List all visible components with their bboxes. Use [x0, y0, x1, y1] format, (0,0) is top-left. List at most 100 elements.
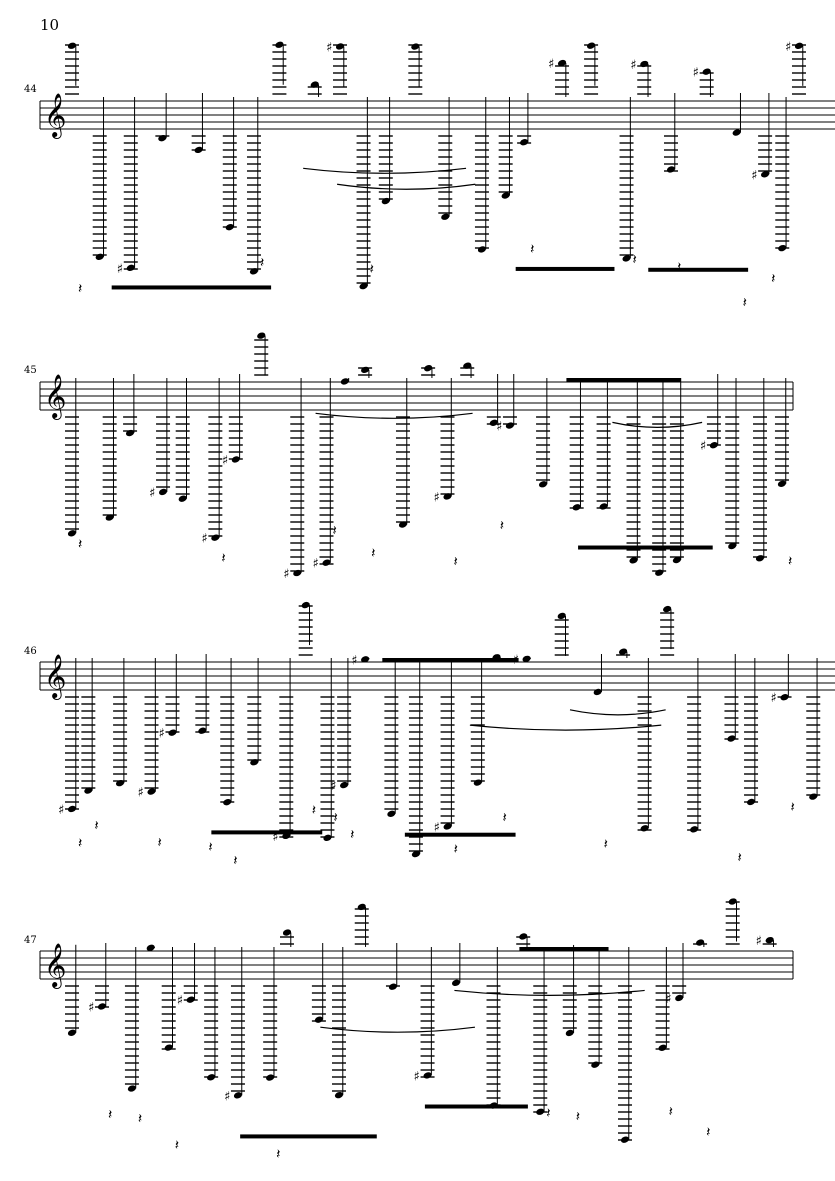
rest-icon: 𝄽 [312, 803, 316, 819]
rest-icon: 𝄽 [233, 853, 237, 869]
sharp-icon: ♯ [272, 830, 278, 845]
rest-icon: 𝄽 [706, 1124, 710, 1140]
note-head [675, 994, 684, 1002]
measure-number-44: 44 [24, 84, 37, 95]
treble-clef-icon: 𝄞 [44, 93, 66, 139]
tie [303, 167, 467, 174]
rest-icon: 𝄽 [454, 842, 458, 858]
sharp-icon: ♯ [665, 992, 671, 1007]
note-head [282, 929, 292, 936]
rest-icon: 𝄽 [737, 850, 741, 866]
note-head [572, 504, 581, 511]
sharp-icon: ♯ [224, 1089, 230, 1104]
note-head [593, 688, 602, 696]
note-head [728, 542, 737, 550]
note-head [622, 255, 631, 262]
note-head [629, 557, 638, 564]
note-head [520, 139, 529, 146]
beam [578, 545, 713, 550]
tie [337, 183, 476, 190]
note-head [105, 514, 114, 521]
rest-icon: 𝄽 [333, 810, 337, 826]
note-head [310, 81, 319, 88]
note-head [451, 979, 461, 987]
rest-icon: 𝄽 [370, 261, 374, 277]
sharp-icon: ♯ [177, 994, 183, 1009]
note-head [443, 823, 452, 830]
note-head [443, 493, 452, 500]
sharp-icon: ♯ [330, 779, 336, 794]
note-head [761, 171, 770, 178]
beam [515, 266, 615, 271]
rest-icon: 𝄽 [94, 818, 98, 834]
note-head [565, 1029, 574, 1037]
tie [469, 724, 662, 731]
rest-icon: 𝄽 [260, 255, 264, 271]
measure-number-47: 47 [24, 935, 37, 946]
note-head [387, 810, 396, 817]
note-head [340, 781, 349, 789]
note-head [257, 332, 266, 339]
note-head [557, 612, 566, 620]
note-head [765, 936, 774, 944]
note-head [249, 268, 259, 275]
note-head [522, 655, 531, 663]
rest-icon: 𝄽 [788, 553, 792, 569]
rest-icon: 𝄽 [350, 827, 354, 843]
note-head [84, 787, 93, 794]
rest-icon: 𝄽 [633, 252, 637, 268]
note-head [538, 481, 548, 488]
note-head [441, 213, 450, 220]
sharp-icon: ♯ [158, 727, 164, 742]
tie [454, 989, 645, 997]
sharp-icon: ♯ [693, 66, 699, 81]
note-head [361, 656, 370, 663]
beam [519, 947, 609, 951]
rest-icon: 𝄽 [158, 835, 162, 851]
note-head [777, 480, 787, 487]
sharp-icon: ♯ [58, 803, 64, 818]
rest-icon: 𝄽 [576, 1109, 580, 1125]
sharp-icon: ♯ [751, 168, 757, 183]
note-head [619, 648, 628, 655]
note-head [146, 944, 155, 951]
sharp-icon: ♯ [222, 453, 228, 468]
sharp-icon: ♯ [138, 786, 144, 801]
beam [211, 830, 323, 835]
beam [240, 1134, 377, 1139]
note-head [388, 983, 398, 990]
note-head [158, 488, 168, 496]
rest-icon: 𝄽 [546, 1105, 550, 1121]
treble-clef-icon: 𝄞 [44, 374, 66, 420]
beam [382, 658, 519, 662]
note-head [323, 834, 332, 842]
rest-icon: 𝄽 [332, 523, 336, 539]
note-head [501, 192, 510, 199]
rest-icon: 𝄽 [502, 810, 506, 826]
sharp-icon: ♯ [756, 934, 762, 949]
rest-icon: 𝄽 [208, 839, 212, 855]
rest-icon: 𝄽 [175, 1137, 179, 1153]
note-head [672, 556, 681, 564]
rest-icon: 𝄽 [453, 554, 457, 570]
sharp-icon: ♯ [88, 1000, 94, 1015]
rest-icon: 𝄽 [108, 1107, 112, 1123]
rest-icon: 𝄽 [371, 545, 375, 561]
rest-icon: 𝄽 [500, 518, 504, 534]
rest-icon: 𝄽 [530, 242, 534, 258]
sharp-icon: ♯ [433, 490, 439, 505]
sharp-icon: ♯ [548, 57, 554, 72]
beam [648, 267, 749, 272]
treble-clef-icon: 𝄞 [44, 943, 66, 989]
sharp-icon: ♯ [414, 1069, 420, 1084]
sharp-icon: ♯ [496, 420, 502, 435]
sharp-icon: ♯ [700, 439, 706, 454]
sharp-icon: ♯ [434, 820, 440, 835]
tie [320, 1026, 476, 1033]
sharp-icon: ♯ [312, 557, 318, 572]
rest-icon: 𝄽 [276, 1147, 280, 1163]
rest-icon: 𝄽 [771, 271, 775, 287]
rest-icon: 𝄽 [78, 836, 82, 852]
rest-icon: 𝄽 [677, 259, 681, 275]
